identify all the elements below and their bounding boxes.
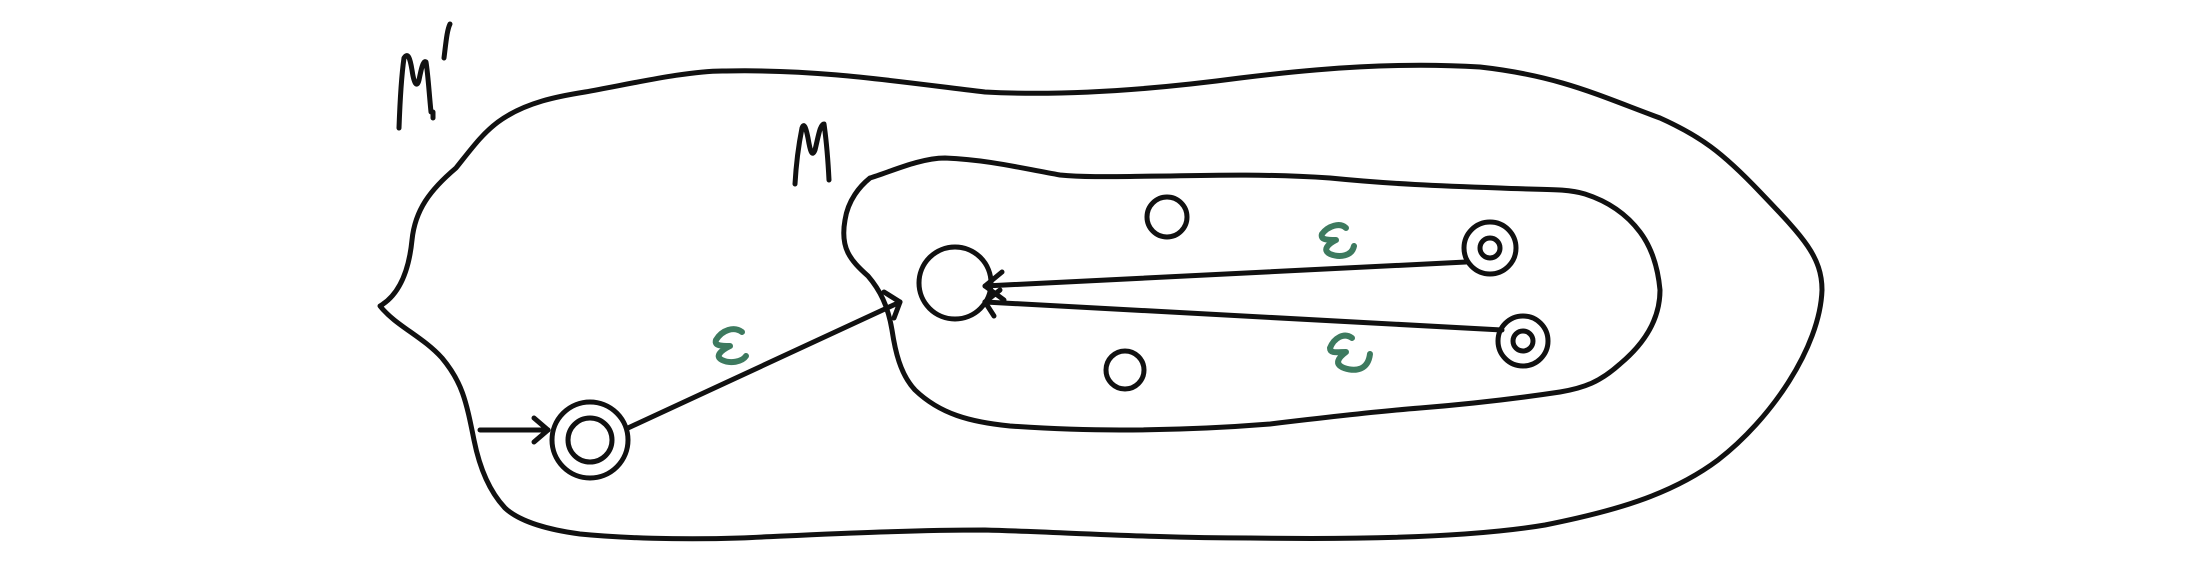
arrowhead-f1-transition <box>982 269 1007 303</box>
inner-machine-label: M <box>792 121 832 187</box>
accepting-state-f2 <box>1495 313 1551 369</box>
inner-machine-boundary <box>841 155 1663 433</box>
old-start-state <box>916 244 994 322</box>
outer-machine-label: M' <box>396 21 453 131</box>
state-q-top <box>1144 194 1190 240</box>
new-start-state <box>549 399 631 481</box>
accepting-state-f1 <box>1461 219 1519 277</box>
epsilon-label-f1: ε <box>1318 222 1357 259</box>
epsilon-label-start: ε <box>712 326 749 366</box>
epsilon-transition-start <box>625 299 903 431</box>
arrowhead-start-transition <box>881 289 903 321</box>
epsilon-label-f2: ε <box>1327 332 1373 373</box>
epsilon-transition-f2 <box>982 299 1505 333</box>
state-q-bottom <box>1103 348 1147 392</box>
outer-machine-boundary <box>377 62 1825 542</box>
epsilon-transition-f1 <box>982 259 1469 289</box>
start-arrow <box>477 415 551 445</box>
